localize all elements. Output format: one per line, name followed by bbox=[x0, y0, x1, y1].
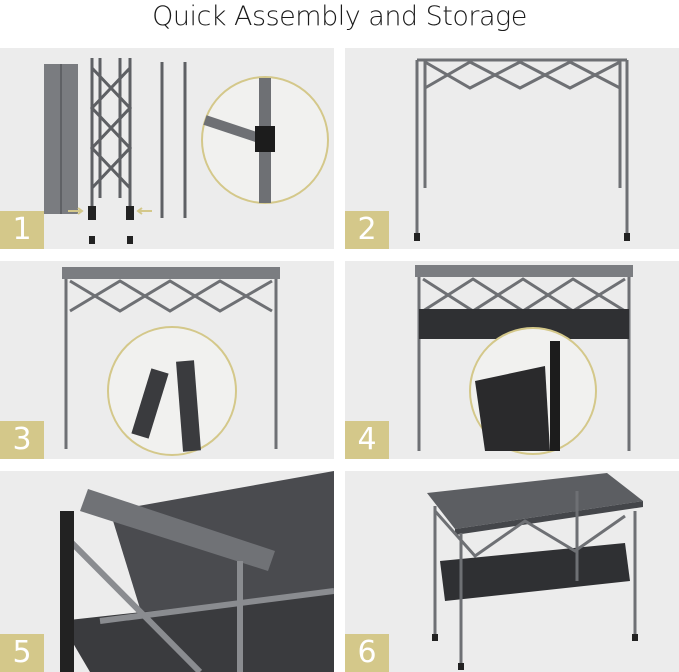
step-badge-3: 3 bbox=[0, 421, 44, 459]
step-panel-1: 1 bbox=[0, 48, 334, 249]
step-badge-4: 4 bbox=[345, 421, 389, 459]
step-badge-6: 6 bbox=[345, 634, 389, 672]
storage-shelf-illustration bbox=[415, 265, 633, 455]
folded-frame-illustration bbox=[44, 58, 329, 244]
step-badge-1: 1 bbox=[0, 211, 44, 249]
extended-frame-illustration bbox=[414, 58, 630, 241]
assembled-table-illustration bbox=[427, 473, 643, 670]
step-panel-3: 3 bbox=[0, 261, 334, 459]
step-badge-5: 5 bbox=[0, 634, 44, 672]
step-badge-2: 2 bbox=[345, 211, 389, 249]
step-panel-2: 2 bbox=[345, 48, 679, 249]
roll-top-illustration bbox=[60, 471, 334, 672]
step-panel-6: 6 bbox=[345, 471, 679, 672]
top-bar-illustration bbox=[62, 267, 280, 456]
step-panel-4: 4 bbox=[345, 261, 679, 459]
page-title: Quick Assembly and Storage bbox=[152, 1, 527, 32]
step-panel-5: 5 bbox=[0, 471, 334, 672]
